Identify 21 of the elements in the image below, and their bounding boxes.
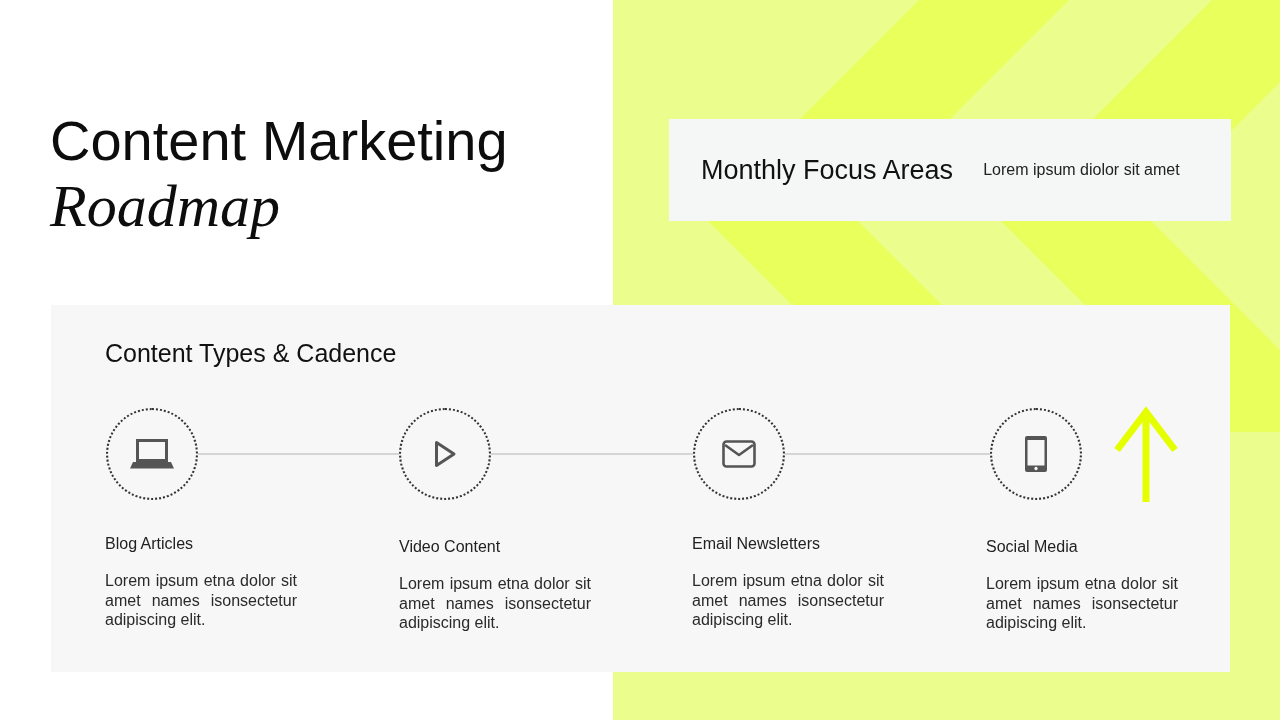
dotted-circle [693, 408, 785, 500]
connector-line [784, 453, 991, 455]
slide-title: Content Marketing Roadmap [50, 109, 508, 239]
step-heading: Email Newsletters [692, 534, 822, 554]
content-panel [51, 305, 1230, 672]
step-heading: Video Content [399, 537, 502, 557]
step-text: Lorem ipsum etna dolor sit amet names isonsectetur adipiscing elit. [399, 574, 591, 633]
dotted-circle [399, 408, 491, 500]
step-text: Lorem ipsum etna dolor sit amet names isonsectetur adipiscing elit. [692, 571, 884, 630]
step-heading: Social Media [986, 537, 1079, 557]
card-text: Lorem ipsum diolor sit amet [983, 161, 1180, 179]
connector-line [197, 453, 400, 455]
step-text: Lorem ipsum etna dolor sit amet names isonsectetur adipiscing elit. [105, 571, 297, 630]
step-heading: Blog Articles [105, 534, 195, 554]
dotted-circle [990, 408, 1082, 500]
focus-card [669, 119, 1231, 221]
dotted-circle [106, 408, 198, 500]
card-heading: Monthly Focus Areas [701, 154, 954, 186]
step-text: Lorem ipsum etna dolor sit amet names isonsectetur adipiscing elit. [986, 574, 1178, 633]
panel-heading: Content Types & Cadence [105, 339, 397, 368]
connector-line [490, 453, 694, 455]
